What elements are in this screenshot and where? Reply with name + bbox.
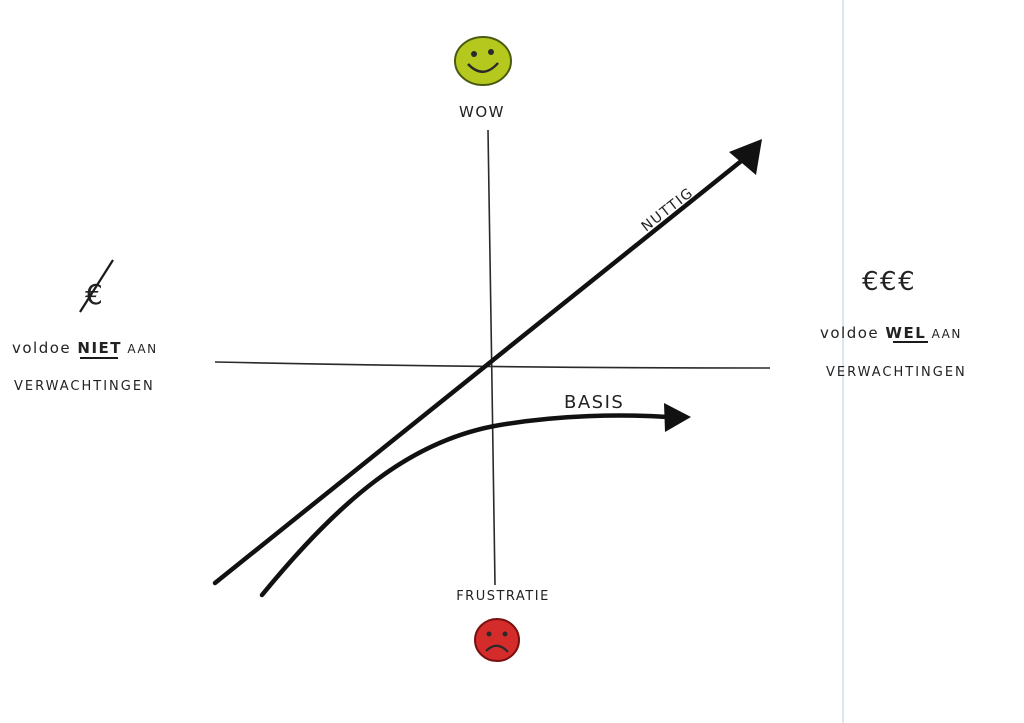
left-symbol: € (85, 278, 104, 311)
nuttig-curve (212, 155, 748, 586)
right-line1-emph: WEL (885, 324, 926, 342)
right-line1: voldoe WEL AAN (820, 324, 962, 342)
bottom-label: FRUSTRATIE (456, 589, 550, 604)
horizontal-axis (214, 361, 771, 369)
right-symbol: €€€ (862, 267, 916, 297)
left-line1: voldoe NIET AAN (12, 339, 158, 357)
vertical-axis (487, 129, 496, 586)
smiley-face-icon (454, 36, 512, 86)
basis-label: BASIS (564, 392, 624, 413)
top-label: WOW (459, 103, 505, 121)
right-line2: VERWACHTINGEN (826, 365, 967, 380)
basis-arrowhead (664, 403, 691, 432)
sad-face-icon (474, 618, 520, 662)
left-line1-prefix: voldoe (12, 339, 77, 357)
left-line2: VERWACHTINGEN (14, 379, 155, 394)
basis-curve (259, 413, 671, 598)
left-euro-crossed-icon: € (79, 259, 114, 313)
right-line1-prefix: voldoe (820, 324, 885, 342)
nuttig-arrowhead (729, 139, 762, 175)
left-line1-emph: NIET (77, 339, 122, 357)
right-line1-suffix: AAN (926, 327, 962, 341)
nuttig-label: NUTTIG (639, 185, 697, 236)
left-line1-suffix: AAN (122, 342, 158, 356)
